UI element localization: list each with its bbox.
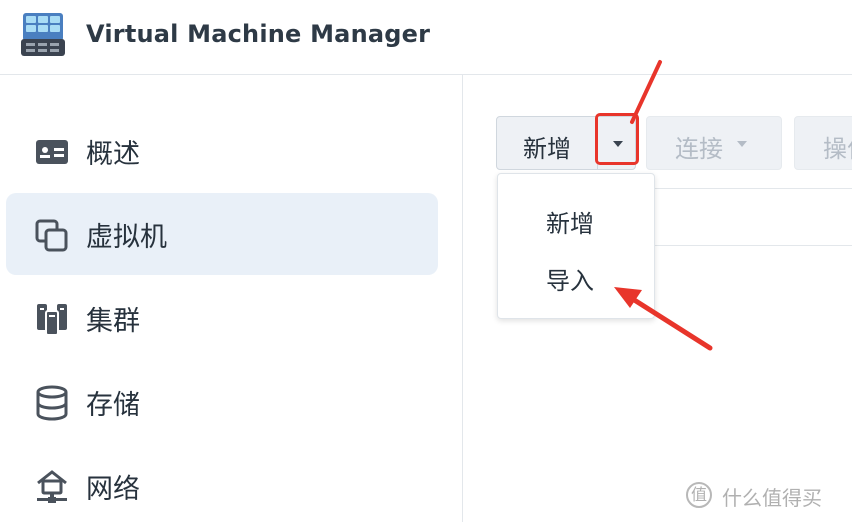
sidebar-item-storage[interactable]: 存储: [6, 361, 438, 443]
menu-item-import[interactable]: 导入: [498, 251, 654, 301]
sidebar: 概述 虚拟机 集群 存储: [0, 75, 463, 522]
overview-icon: [36, 140, 68, 164]
divider: [655, 245, 852, 246]
new-dropdown-menu: 新增 导入: [497, 173, 655, 319]
sidebar-item-label: 存储: [86, 390, 140, 421]
app-header: Virtual Machine Manager: [0, 0, 852, 75]
sidebar-item-overview[interactable]: 概述: [6, 110, 438, 192]
annotation-highlight-box: [595, 113, 639, 165]
sidebar-item-network[interactable]: 网络: [6, 445, 438, 527]
watermark-logo-icon: 值: [686, 482, 712, 508]
sidebar-item-label: 虚拟机: [86, 222, 167, 253]
new-button[interactable]: 新增: [496, 116, 636, 170]
menu-item-new[interactable]: 新增: [498, 194, 654, 244]
action-button-label: 操作: [823, 135, 852, 163]
action-button[interactable]: 操作: [794, 116, 852, 170]
connect-button[interactable]: 连接: [646, 116, 782, 170]
sidebar-item-label: 概述: [86, 139, 140, 170]
menu-item-label: 新增: [546, 210, 594, 238]
watermark-text: 什么值得买: [722, 486, 822, 510]
watermark: 值 什么值得买: [686, 480, 846, 514]
storage-icon: [36, 385, 68, 421]
new-button-label: 新增: [523, 135, 571, 163]
sidebar-item-label: 网络: [86, 474, 140, 505]
sidebar-item-label: 集群: [86, 306, 140, 337]
chevron-down-icon[interactable]: [613, 141, 623, 147]
connect-button-label: 连接: [675, 135, 723, 163]
divider: [655, 188, 852, 189]
chevron-down-icon: [737, 141, 747, 147]
cluster-icon: [37, 304, 67, 336]
sidebar-item-cluster[interactable]: 集群: [6, 277, 438, 359]
sidebar-item-virtual-machine[interactable]: 虚拟机: [6, 193, 438, 275]
app-title: Virtual Machine Manager: [86, 20, 431, 48]
network-icon: [37, 470, 67, 503]
menu-item-label: 导入: [546, 267, 594, 295]
virtual-machine-icon: [35, 219, 68, 252]
vmm-app-icon: [21, 13, 65, 56]
